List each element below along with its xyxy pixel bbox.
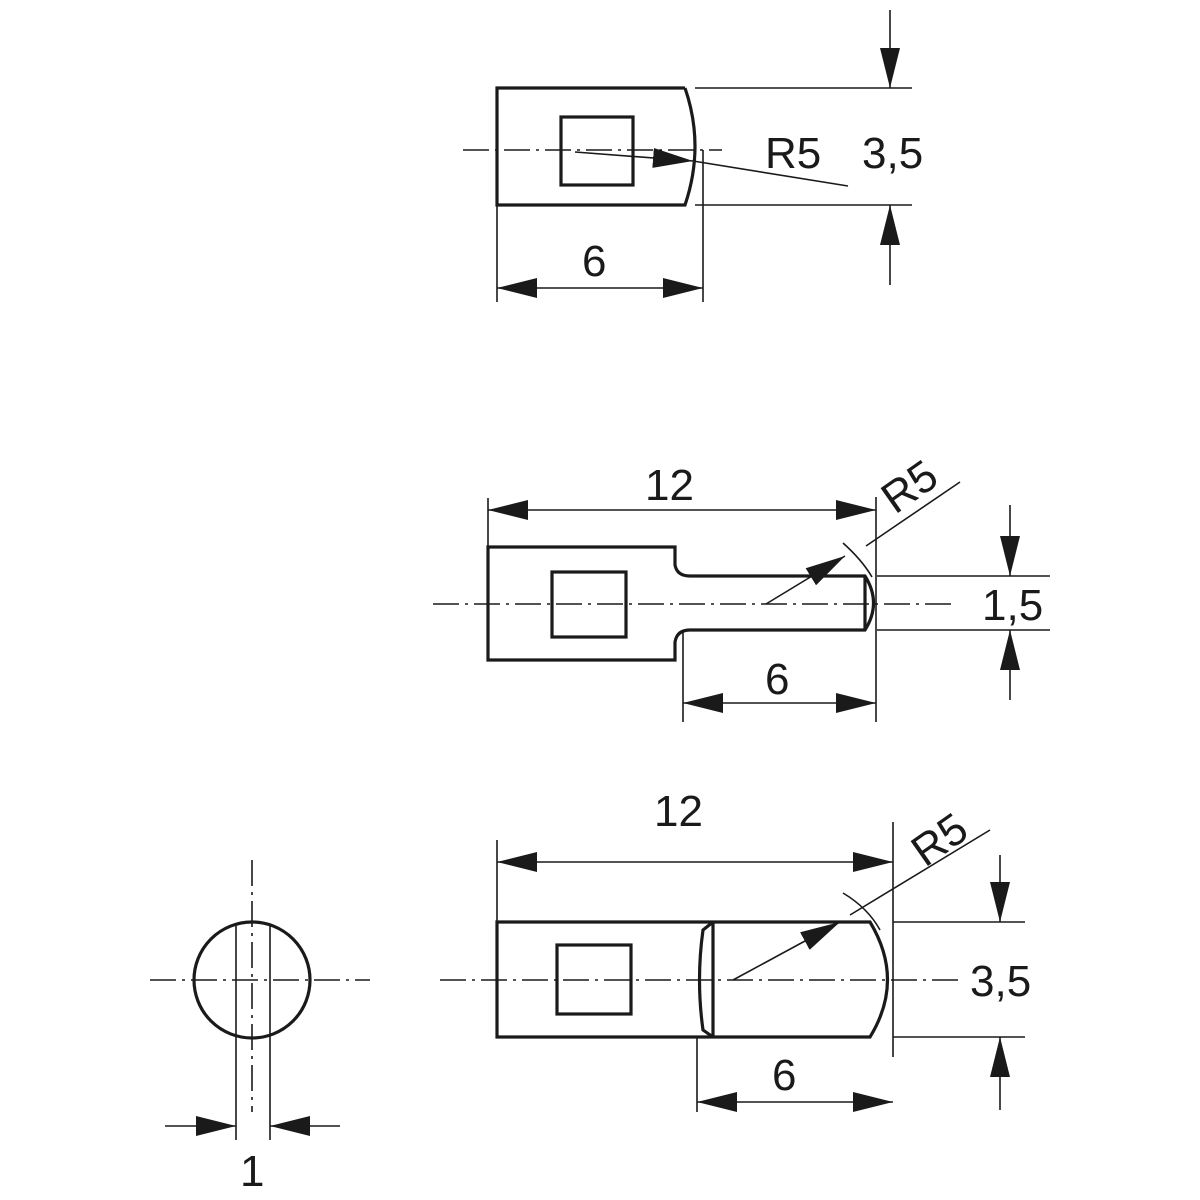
end-view: 1 <box>150 860 370 1196</box>
radius-arc <box>842 542 873 578</box>
bottom-view: 12 R5 3,5 6 <box>440 787 1031 1112</box>
length-label: 6 <box>582 237 606 286</box>
radius-label: R5 <box>873 451 947 523</box>
radius-leader-tail <box>865 481 961 547</box>
square-recess <box>550 570 628 639</box>
top-view: R5 3,5 6 <box>463 10 923 302</box>
square-recess <box>559 115 635 187</box>
radius-label: R5 <box>765 129 821 178</box>
diameter-label: 3,5 <box>862 129 923 178</box>
diameter-label: 1,5 <box>982 581 1043 630</box>
radius-leader <box>574 147 694 168</box>
pin-body-outline <box>486 545 876 662</box>
radius-leader <box>765 555 846 605</box>
diameter-label: 3,5 <box>970 957 1031 1006</box>
end-length-label: 6 <box>772 1051 796 1100</box>
radius-leader-tail <box>692 160 849 187</box>
slot-width-label: 1 <box>240 1147 264 1196</box>
shaft-length-label: 6 <box>765 655 789 704</box>
overall-length-label: 12 <box>645 461 694 510</box>
overall-length-label: 12 <box>654 787 703 836</box>
middle-view: 12 R5 1,5 6 <box>433 451 1050 722</box>
pin-body-outline <box>495 86 697 207</box>
radius-leader <box>732 921 841 981</box>
radius-leader-tail <box>849 829 991 916</box>
radius-arc <box>842 892 881 931</box>
pin-body-outline <box>495 920 890 1039</box>
radius-label: R5 <box>903 804 977 876</box>
